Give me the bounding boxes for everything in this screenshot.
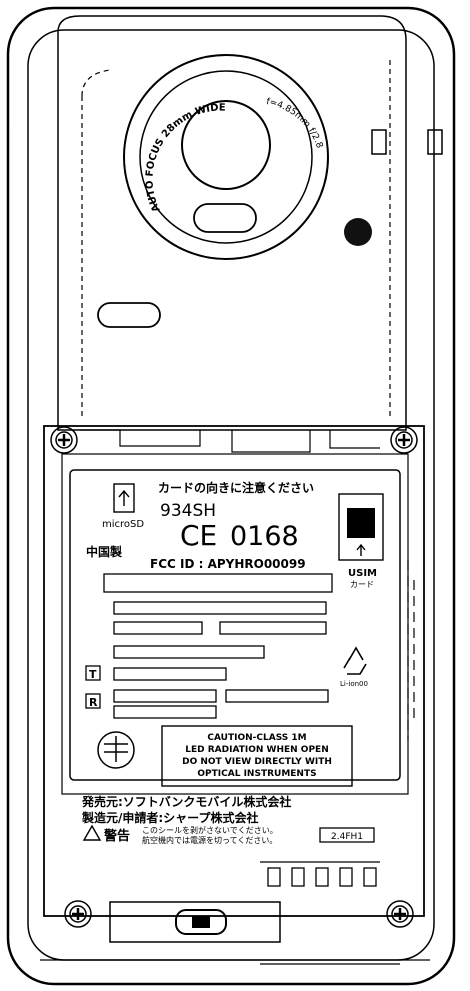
connector-pin	[192, 916, 210, 928]
serial-box-2	[113, 601, 327, 615]
battery-contacts	[260, 861, 380, 887]
caution-line-3: DO NOT VIEW DIRECTLY WITH	[182, 757, 332, 767]
warning-line-1: このシールを剥がさないでください。	[142, 825, 278, 835]
connector-slot	[175, 909, 227, 935]
r-serial-box-1	[113, 689, 217, 703]
conformity-mark-icon	[97, 731, 135, 769]
lens-ring-top-text: AUTO FOCUS 28mm WIDE	[144, 103, 225, 214]
caution-line-1: CAUTION-CLASS 1M	[207, 733, 306, 743]
serial-box-1	[103, 573, 333, 593]
upper-housing-dashed	[81, 60, 391, 420]
screw-top-left	[49, 425, 79, 455]
ce-number: 0168	[230, 521, 299, 552]
side-rail-right	[407, 560, 415, 740]
warning-word: 警告	[104, 828, 130, 844]
bottom-connector	[109, 901, 281, 943]
caution-line-4: OPTICAL INSTRUMENTS	[197, 769, 316, 779]
fcc-id-text: FCC ID : APYHRO00099	[150, 557, 306, 571]
strap-slot	[97, 302, 161, 328]
t-mark: T	[89, 668, 97, 681]
usim-label: USIM	[348, 568, 377, 579]
caution-line-2: LED RADIATION WHEN OPEN	[185, 745, 328, 755]
screw-bottom-right	[385, 899, 415, 929]
phone-outer-body	[6, 6, 456, 986]
battery-compartment	[43, 425, 425, 917]
hinge-details	[80, 429, 380, 453]
t-serial-box	[113, 667, 227, 681]
microsd-label: microSD	[102, 519, 144, 530]
freq-badge: 2.4FH1	[331, 832, 363, 842]
r-mark: R	[89, 696, 98, 709]
serial-box-3	[113, 621, 203, 635]
camera-lens	[181, 100, 271, 190]
usim-card-icon	[338, 493, 384, 561]
usim-card-label: カード	[350, 580, 374, 589]
caution-box	[161, 725, 353, 787]
recycle-icon	[343, 646, 367, 675]
seller-text: 発売元:ソフトバンクモバイル株式会社	[81, 794, 291, 809]
mirror-window-left	[371, 129, 387, 155]
mirror-window-right	[427, 129, 443, 155]
card-notice-text: カードの向きに注意ください	[158, 480, 314, 495]
r-serial-box-2	[225, 689, 329, 703]
microsd-arrow-icon	[118, 489, 130, 506]
screw-top-right	[389, 425, 419, 455]
maker-text: 製造元/申請者:シャープ株式会社	[81, 810, 258, 825]
speaker-hole	[344, 218, 372, 246]
bottom-case-edge	[40, 959, 430, 965]
camera-ring-mid	[139, 70, 313, 244]
microsd-card-icon	[113, 483, 135, 513]
t-mark-box	[85, 665, 101, 681]
serial-box-4	[219, 621, 327, 635]
freq-badge-box	[319, 827, 375, 843]
r-serial-box-3	[113, 705, 217, 719]
usim-chip-icon	[347, 508, 375, 538]
camera-flash-window	[193, 203, 257, 233]
made-in-text: 中国製	[86, 544, 123, 559]
warning-triangle-icon	[82, 824, 102, 841]
model-number: 934SH	[160, 501, 216, 521]
serial-box-5	[113, 645, 265, 659]
recycle-caption: Li-ion00	[340, 680, 368, 688]
camera-ring-outer	[123, 54, 329, 260]
upper-housing	[57, 15, 407, 431]
usim-arrow-icon	[356, 543, 366, 556]
warning-line-2: 航空機内では電源を切ってください。	[142, 835, 277, 845]
r-mark-box	[85, 693, 101, 709]
screw-bottom-left	[63, 899, 93, 929]
ce-mark: CE	[180, 519, 217, 552]
